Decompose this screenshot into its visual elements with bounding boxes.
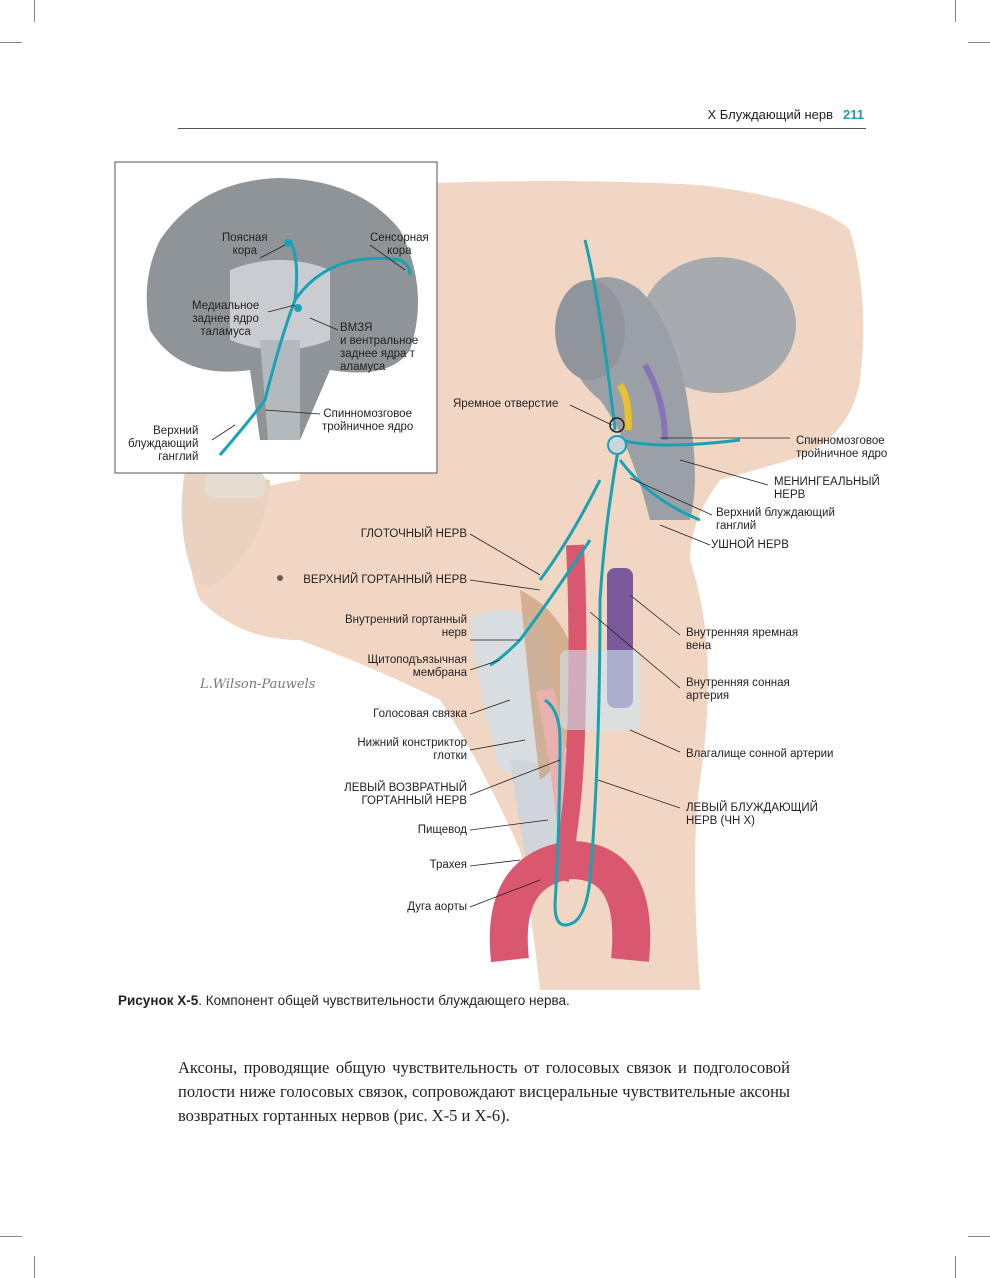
pons [555,280,625,380]
label-sensory-cortex: Сенсорная кора [370,232,429,257]
label-internal-laryngeal-nerve: Внутренний гортанный нерв [345,614,467,639]
label-spinal-trigeminal-nucleus: Спинномозговое тройничное ядро [796,435,888,460]
crop-mark [0,42,22,43]
label-left-vagus-nerve: ЛЕВЫЙ БЛУЖДАЮЩИЙ НЕРВ (ЧН X) [686,802,818,827]
label-left-recurrent-nerve: ЛЕВЫЙ ВОЗВРАТНЫЙ ГОРТАННЫЙ НЕРВ [344,782,467,807]
teeth [205,472,265,498]
label-vmzya: ВМЗЯ и вентральное заднее ядра т аламуса [340,322,419,373]
superior-ganglion-main [607,435,627,455]
body-paragraph: Аксоны, проводящие общую чувствительност… [178,1058,790,1125]
inset-thalamus [230,260,330,350]
crop-mark [34,0,35,22]
label-superior-vagal-ganglion: Верхний блуждающий ганглий [716,507,835,532]
anatomy-illustration [114,161,864,990]
figure-label: Рисунок X-5 [118,993,199,1008]
crop-mark [968,42,990,43]
label-jugular-foramen: Яремное отверстие [453,398,559,410]
figure-caption-text: . Компонент общей чувствительности блужд… [198,993,570,1008]
nucleus-purple [642,363,668,441]
meningeal-branch [619,438,741,447]
chapter-title: X Блуждающий нерв [707,107,834,122]
label-internal-carotid-artery: Внутренняя сонная артерия [686,677,790,702]
inset-brainstem [260,340,300,440]
header-rule [178,128,866,129]
label-cingulate-cortex: Поясная кора [222,232,268,257]
jaw-shape [181,470,270,587]
chin-mark [277,575,283,581]
inset-cortex-node [284,239,292,247]
crop-mark [955,0,956,22]
label-pharyngeal-nerve: ГЛОТОЧНЫЙ НЕРВ [360,528,467,540]
laryngeal-branch [489,539,592,667]
label-thyrohyoid-membrane: Щитоподъязычная мембрана [367,654,468,679]
crop-mark [34,1256,35,1278]
label-esophagus: Пищевод [417,824,467,836]
nucleus-yellow [616,383,632,431]
constrictor-muscle [520,590,580,780]
running-header: X Блуждающий нерв 211 [707,107,864,122]
label-inset-superior-ganglion: Верхний блуждающий ганглий [128,425,199,463]
inset-pathway-1 [218,239,299,456]
label-inset-spinal-trigeminal: Спинномозговое тройничное ядро [322,408,414,433]
crop-mark [955,1256,956,1278]
label-vocal-fold: Голосовая связка [373,708,467,720]
leader-lines [211,244,790,908]
crop-mark [968,1236,990,1237]
label-superior-laryngeal-nerve: ВЕРХНИЙ ГОРТАННЫЙ НЕРВ [303,574,467,586]
label-trachea: Трахея [429,859,467,871]
pharyngeal-branch [538,479,602,581]
label-auricular-nerve: УШНОЙ НЕРВ [711,539,789,551]
jugular-foramen-marker [609,417,625,433]
spinal-tract [583,239,617,431]
label-internal-jugular-vein: Внутренняя яремная вена [686,627,799,652]
page-number: 211 [843,107,864,122]
recurrent-nerve [544,698,562,906]
carotid-artery [551,544,587,882]
cerebellum [640,257,796,393]
inset-thalamus-node [294,304,302,312]
vagus-nerve [553,439,622,927]
figure-caption: Рисунок X-5. Компонент общей чувствитель… [118,993,570,1008]
label-carotid-sheath: Влагалище сонной артерии [686,748,834,760]
label-inferior-constrictor: Нижний констриктор глотки [357,737,467,762]
label-medial-nucleus: Медиальное заднее ядро таламуса [192,300,260,338]
label-aortic-arch: Дуга аорты [407,901,467,913]
crop-mark [0,1236,22,1237]
artist-signature: L.Wilson-Pauwels [200,677,316,692]
label-meningeal-nerve: МЕНИНГЕАЛЬНЫЙ НЕРВ [774,476,880,501]
aortic-arch [489,840,651,963]
auricular-branch [618,459,701,522]
